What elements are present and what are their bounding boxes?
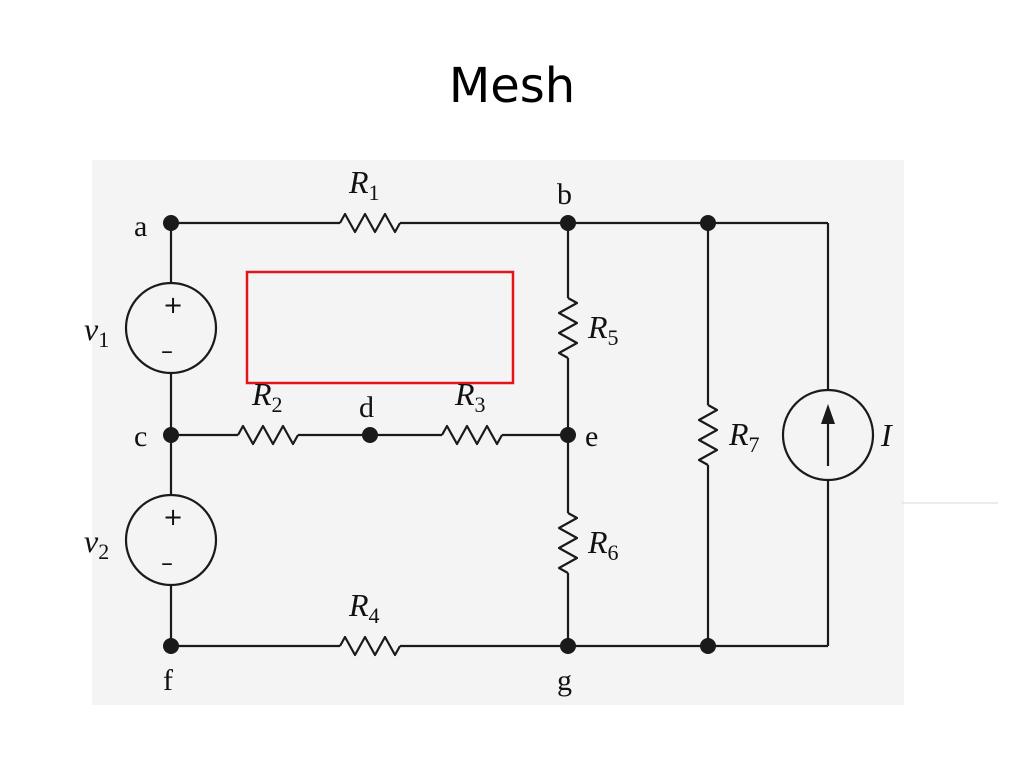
resistor-r1-zigzag [339,212,401,234]
label-r1-sub: 1 [369,180,380,205]
label-r1-symbol: R [348,164,369,200]
label-v2-symbol: v [84,523,99,559]
label-r7: R7 [728,416,760,457]
label-r1: R1 [348,164,380,205]
label-r4-sub: 4 [369,603,380,628]
node-label-d: d [359,391,374,424]
label-r6: R6 [587,524,619,565]
node-d-dot [362,427,378,443]
resistor-r5-zigzag [557,297,579,359]
node-label-e: e [585,420,598,453]
label-r7-sub: 7 [749,432,760,457]
node-c-dot [163,427,179,443]
figure-panel [92,160,904,705]
label-r5-sub: 5 [608,325,619,350]
label-r6-sub: 6 [608,540,619,565]
node-b-dot [560,215,576,231]
label-current-i: I [880,417,893,453]
label-r3-symbol: R [454,376,475,412]
slide-title: Mesh [448,58,576,114]
node-label-g: g [557,664,572,697]
label-r6-symbol: R [587,524,608,560]
resistor-r3-zigzag [441,424,503,446]
highlight-box [245,270,515,385]
label-v2-sub: 2 [98,539,109,564]
node-bottom-right-dot [700,638,716,654]
v1-plus-sign: + [163,291,183,319]
label-r4-symbol: R [348,587,369,623]
node-a-dot [163,215,179,231]
resistor-r6-zigzag [557,512,579,574]
label-v1: v1 [84,311,109,352]
node-f-dot [163,638,179,654]
label-r5: R5 [587,309,619,350]
resistor-r7-zigzag [697,404,719,466]
label-r4: R4 [348,587,380,628]
node-top-right-dot [700,215,716,231]
label-r5-symbol: R [587,309,608,345]
label-r2: R2 [251,376,283,417]
label-r3: R3 [454,376,486,417]
v2-minus-sign: – [161,549,173,577]
label-r7-symbol: R [728,416,749,452]
node-label-c: c [134,420,147,453]
current-arrow-head [821,404,835,424]
label-v1-sub: 1 [98,327,109,352]
node-label-f: f [163,664,173,697]
label-v1-symbol: v [84,311,99,347]
label-r3-sub: 3 [475,392,486,417]
resistor-r2-zigzag [237,424,299,446]
node-label-a: a [134,210,147,243]
node-g-dot [560,638,576,654]
node-e-dot [560,427,576,443]
label-r2-symbol: R [251,376,272,412]
v2-plus-sign: + [163,503,183,531]
v1-minus-sign: – [161,337,173,365]
label-v2: v2 [84,523,109,564]
node-label-b: b [557,178,572,211]
resistor-r4-zigzag [339,635,401,657]
label-r2-sub: 2 [272,392,283,417]
